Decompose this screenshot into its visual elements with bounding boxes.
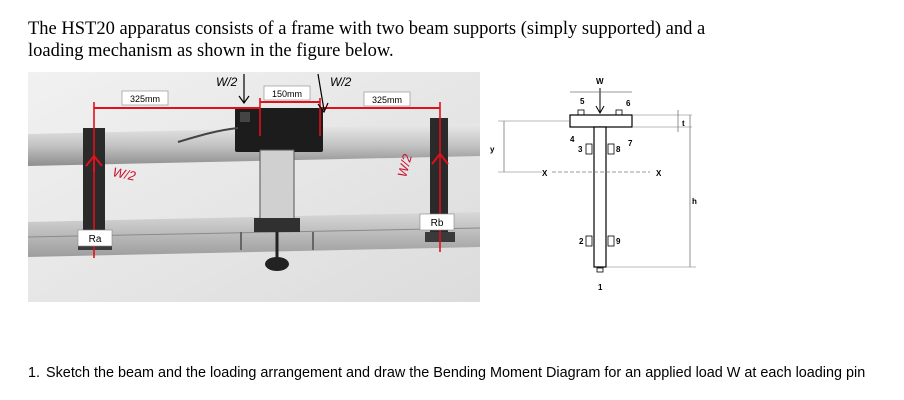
gauge-7: 7 <box>628 139 633 148</box>
right-support <box>430 118 448 238</box>
gauge-8: 8 <box>616 145 621 154</box>
handwritten-reaction-left: W/2 <box>111 164 137 184</box>
load-arrow-w <box>595 105 605 115</box>
load-arrow-right <box>317 102 329 114</box>
dim-left-label: 325mm <box>130 94 160 104</box>
dim-right-label: 325mm <box>372 95 402 105</box>
handwritten-load-left: W/2 <box>216 75 238 89</box>
gauge-2: 2 <box>579 237 584 246</box>
intro-paragraph: The HST20 apparatus consists of a frame … <box>28 18 888 62</box>
base-rail <box>28 212 480 257</box>
gauge-3: 3 <box>578 145 583 154</box>
support-left-label: Ra <box>89 234 102 245</box>
support-right-label: Rb <box>431 218 444 229</box>
axis-x-right: X <box>656 169 662 178</box>
load-arrow-left <box>238 95 250 105</box>
t-section-diagram: W y X X t h 1 2 3 4 5 6 7 8 9 <box>490 77 697 292</box>
question-text: Sketch the beam and the loading arrangem… <box>46 365 866 381</box>
axis-x-left: X <box>542 169 548 178</box>
handwritten-reaction-right: W/2 <box>394 152 415 179</box>
section-load-label: W <box>596 77 604 86</box>
reaction-arrow-right <box>431 152 449 165</box>
intro-line-1: The HST20 apparatus consists of a frame … <box>28 19 706 39</box>
gauge-5: 5 <box>580 97 585 106</box>
gauge-9: 9 <box>616 237 621 246</box>
apparatus-photo: 325mm 150mm 325mm Ra Rb W/2 W/2 W/2 W/2 <box>28 72 480 302</box>
loading-mechanism <box>235 108 323 152</box>
gauge-4: 4 <box>570 135 575 144</box>
dim-middle-label: 150mm <box>272 89 302 99</box>
load-knob <box>265 257 289 271</box>
handwritten-load-right: W/2 <box>330 75 352 89</box>
t-flange <box>569 114 633 128</box>
gauge-1: 1 <box>598 283 603 292</box>
intro-line-2: loading mechanism as shown in the figure… <box>28 41 394 61</box>
gauge-6: 6 <box>626 99 631 108</box>
question-number: 1. <box>28 365 41 381</box>
section-h-label: h <box>692 197 697 206</box>
t-web <box>593 126 607 268</box>
reaction-arrow-left <box>85 154 103 167</box>
question-1: 1. Sketch the beam and the loading arrang… <box>28 365 898 381</box>
section-t-label: t <box>682 119 685 128</box>
section-y-label: y <box>490 145 495 154</box>
